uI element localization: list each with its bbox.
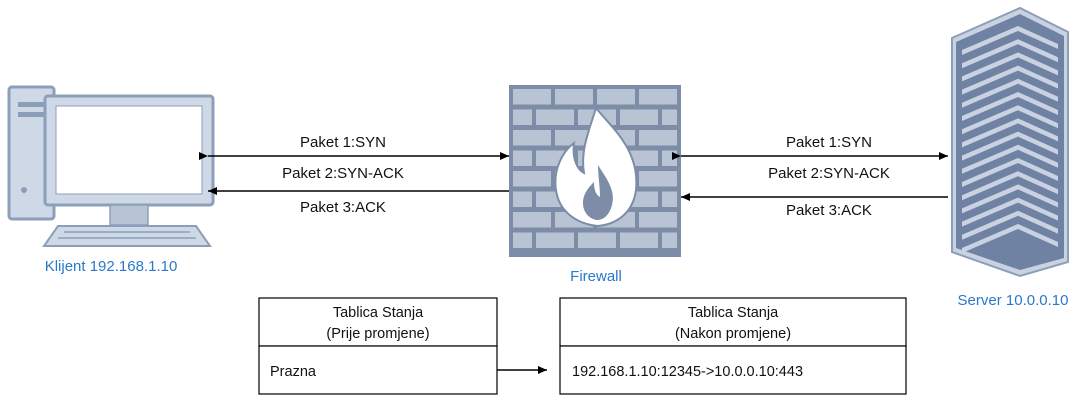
firewall-brick	[639, 89, 677, 105]
server-unit-slot	[962, 78, 1058, 108]
server-unit-slot	[962, 118, 1058, 148]
server-unit-slot	[962, 52, 1058, 82]
firewall-label: Firewall	[570, 268, 622, 285]
table-before-row: Prazna	[270, 364, 317, 380]
firewall-brick	[513, 232, 532, 248]
firewall-brick	[555, 130, 593, 146]
firewall-brick	[639, 171, 677, 187]
server-unit-slot	[962, 26, 1058, 55]
left-label-ack: Paket 3:ACK	[300, 199, 386, 216]
firewall-brick	[513, 150, 532, 166]
firewall-brick	[639, 130, 677, 146]
firewall-brick	[662, 150, 677, 166]
firewall-brick	[513, 109, 532, 125]
table-after-header-line2: (Nakon promjene)	[675, 326, 791, 342]
client-label: Klijent 192.168.1.10	[45, 258, 178, 275]
table-after-header-line1: Tablica Stanja	[688, 305, 779, 321]
table-before-header-line1: Tablica Stanja	[333, 305, 424, 321]
right-label-syn: Paket 1:SYN	[786, 134, 872, 151]
server-unit-slot	[962, 105, 1058, 135]
firewall-brick	[620, 109, 658, 125]
server-unit-slot	[962, 92, 1058, 121]
firewall-icon	[509, 85, 681, 257]
server-unit-slot	[962, 171, 1058, 201]
firewall-brick	[662, 109, 677, 125]
firewall-brick	[513, 130, 551, 146]
server-unit-slot	[962, 158, 1058, 187]
firewall-brick	[639, 212, 677, 228]
firewall-brick	[536, 232, 574, 248]
firewall-brick	[513, 212, 551, 228]
server-unit-slot	[962, 197, 1058, 227]
firewall-brick	[597, 89, 635, 105]
server-unit-slot	[962, 39, 1058, 69]
firewall-brick	[662, 232, 677, 248]
firewall-brick	[513, 89, 551, 105]
table-after-row: 192.168.1.10:12345->10.0.0.10:443	[572, 364, 803, 380]
firewall-brick	[555, 89, 593, 105]
server-unit-slot	[962, 65, 1058, 95]
server-unit-slot	[962, 131, 1058, 161]
firewall-brick	[662, 191, 677, 207]
right-label-synack: Paket 2:SYN-ACK	[768, 165, 890, 182]
server-unit-slot	[962, 210, 1058, 240]
server-rack-icon	[951, 6, 1069, 278]
state-table-before: Tablica Stanja (Prije promjene) Prazna	[258, 297, 498, 395]
firewall-brick	[578, 232, 616, 248]
left-label-syn: Paket 1:SYN	[300, 134, 386, 151]
server-label: Server 10.0.0.10	[958, 292, 1069, 309]
table-before-header-line2: (Prije promjene)	[326, 326, 429, 342]
right-label-ack: Paket 3:ACK	[786, 202, 872, 219]
server-unit-slot	[962, 184, 1058, 214]
firewall-brick	[620, 232, 658, 248]
desktop-computer-icon	[7, 85, 215, 247]
firewall-brick	[536, 109, 574, 125]
server-unit-slot	[962, 144, 1058, 174]
state-table-after: Tablica Stanja (Nakon promjene) 192.168.…	[559, 297, 907, 395]
server-unit-slot	[962, 224, 1058, 253]
firewall-brick	[513, 171, 551, 187]
left-label-synack: Paket 2:SYN-ACK	[282, 165, 404, 182]
firewall-brick	[513, 191, 532, 207]
